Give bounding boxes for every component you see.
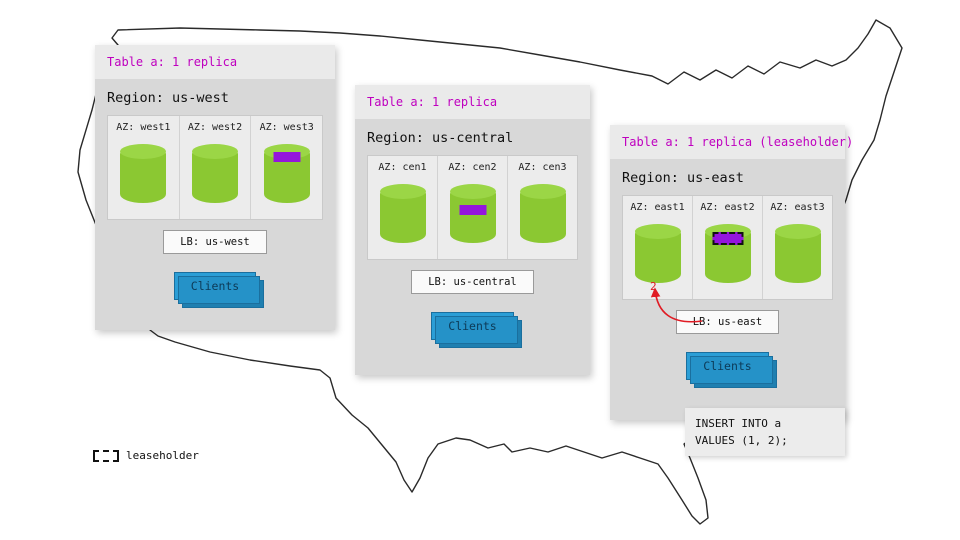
az-label: AZ: east1 (630, 202, 685, 213)
region-panel-us-west: Table a: 1 replica Region: us-west AZ: w… (95, 45, 335, 330)
database-cylinder-icon (704, 224, 751, 283)
az-column: AZ: east1 (623, 196, 692, 299)
az-group: AZ: west1 AZ: west2 AZ: west3 (107, 115, 323, 220)
database-cylinder-icon (519, 184, 566, 243)
az-column: AZ: west2 (178, 116, 251, 219)
region-title: Region: us-west (107, 90, 229, 106)
table-replica-header: Table a: 1 replica (355, 85, 590, 119)
az-column: AZ: cen3 (507, 156, 577, 259)
az-label: AZ: west2 (187, 122, 243, 133)
table-replica-header: Table a: 1 replica (leaseholder) (610, 125, 853, 159)
database-cylinder-icon (120, 144, 167, 203)
legend: leaseholder (93, 449, 199, 462)
region-panel-us-central: Table a: 1 replica Region: us-central AZ… (355, 85, 590, 375)
database-cylinder-icon (449, 184, 496, 243)
az-label: AZ: west3 (259, 122, 314, 133)
region-title: Region: us-central (367, 130, 514, 146)
region-title: Region: us-east (622, 170, 744, 186)
region-panel-us-east: Table a: 1 replica (leaseholder) Region:… (610, 125, 853, 420)
az-column: AZ: west1 (108, 116, 179, 219)
database-cylinder-icon (192, 144, 238, 203)
table-replica-header: Table a: 1 replica (95, 45, 335, 79)
az-label: AZ: west1 (116, 122, 171, 133)
az-column: AZ: cen1 (368, 156, 437, 259)
legend-label: leaseholder (126, 449, 199, 462)
az-label: AZ: east3 (770, 202, 825, 213)
clients-button: Clients (431, 312, 523, 348)
az-group: AZ: east1 AZ: east2 AZ: east3 (622, 195, 833, 300)
database-cylinder-icon (379, 184, 426, 243)
sql-line-1: INSERT INTO a (695, 417, 782, 430)
load-balancer-box: LB: us-west (163, 230, 267, 254)
clients-button: Clients (173, 272, 265, 308)
clients-button: Clients (686, 352, 778, 388)
hop-count-label: 2 (650, 280, 657, 293)
az-column: AZ: cen2 (437, 156, 507, 259)
database-cylinder-icon (263, 144, 310, 203)
database-cylinder-icon (774, 224, 821, 283)
replica-icon (459, 205, 486, 215)
load-balancer-box: LB: us-east (675, 310, 780, 334)
replica-icon (273, 152, 301, 162)
az-label: AZ: east2 (700, 202, 755, 213)
az-column: AZ: east2 (692, 196, 762, 299)
az-label: AZ: cen2 (448, 162, 497, 173)
leaseholder-swatch-icon (93, 449, 119, 462)
az-label: AZ: cen1 (378, 162, 427, 173)
load-balancer-box: LB: us-central (411, 270, 534, 294)
database-cylinder-icon (634, 224, 681, 283)
az-column: AZ: east3 (762, 196, 832, 299)
sql-line-2: VALUES (1, 2); (695, 433, 788, 447)
az-group: AZ: cen1 AZ: cen2 AZ: cen3 (367, 155, 578, 260)
az-label: AZ: cen3 (518, 162, 567, 173)
sql-statement-box: INSERT INTO a VALUES (1, 2); (685, 408, 845, 456)
az-column: AZ: west3 (250, 116, 322, 219)
leaseholder-replica-icon (712, 232, 743, 245)
